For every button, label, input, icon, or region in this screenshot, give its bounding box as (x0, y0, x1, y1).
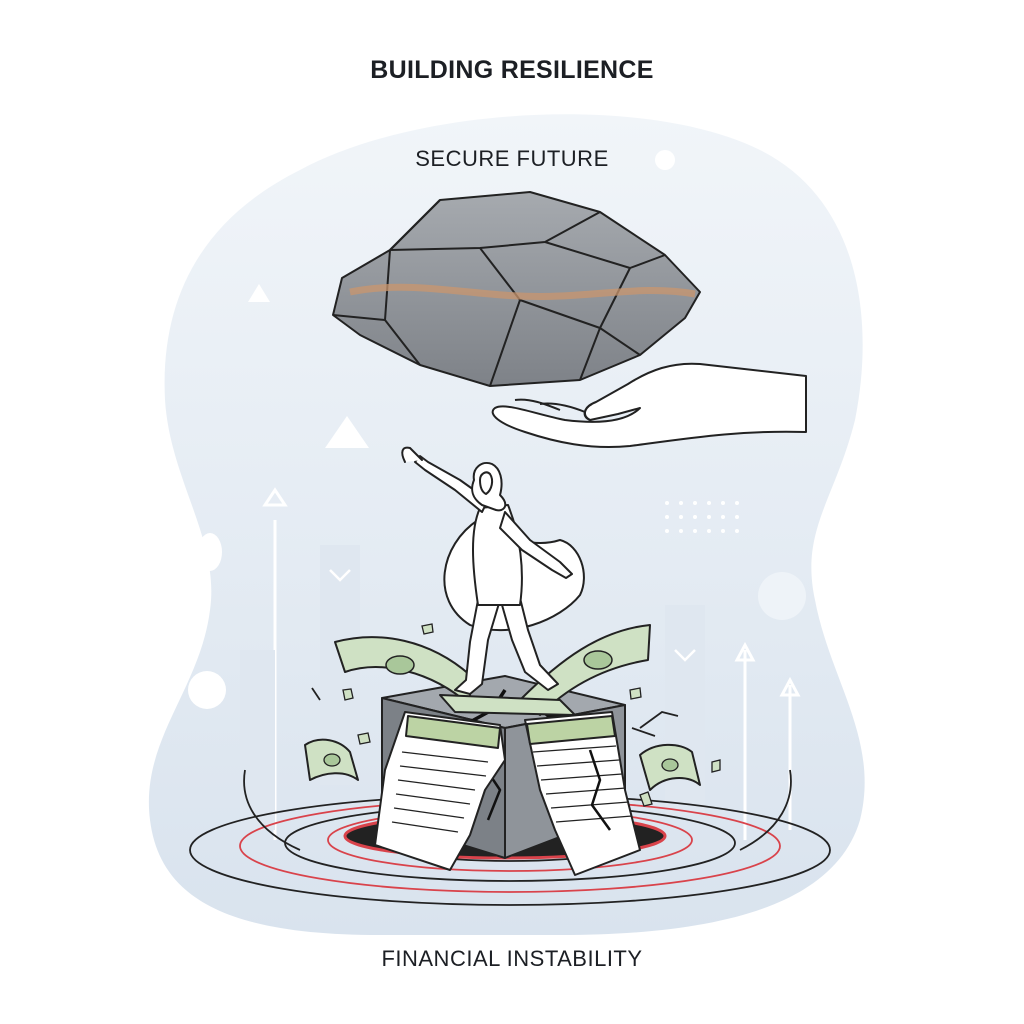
banknote-icon (519, 624, 651, 716)
woman-figure-icon (401, 446, 585, 695)
up-arrow-icon (779, 676, 801, 830)
document-icon (524, 711, 641, 876)
page-title: BUILDING RESILIENCE (370, 56, 654, 84)
banknote-icon (304, 738, 359, 781)
helping-hand-icon (491, 362, 807, 449)
crack-lines (311, 687, 679, 737)
up-arrow-icon (734, 641, 756, 840)
banknote-icon (639, 743, 701, 791)
boulder-icon (332, 191, 701, 387)
top-caption: SECURE FUTURE (415, 146, 609, 171)
document-icon (374, 711, 506, 871)
bottom-caption: FINANCIAL INSTABILITY (381, 946, 643, 971)
banknote-icon (439, 694, 576, 716)
debris (342, 623, 721, 807)
